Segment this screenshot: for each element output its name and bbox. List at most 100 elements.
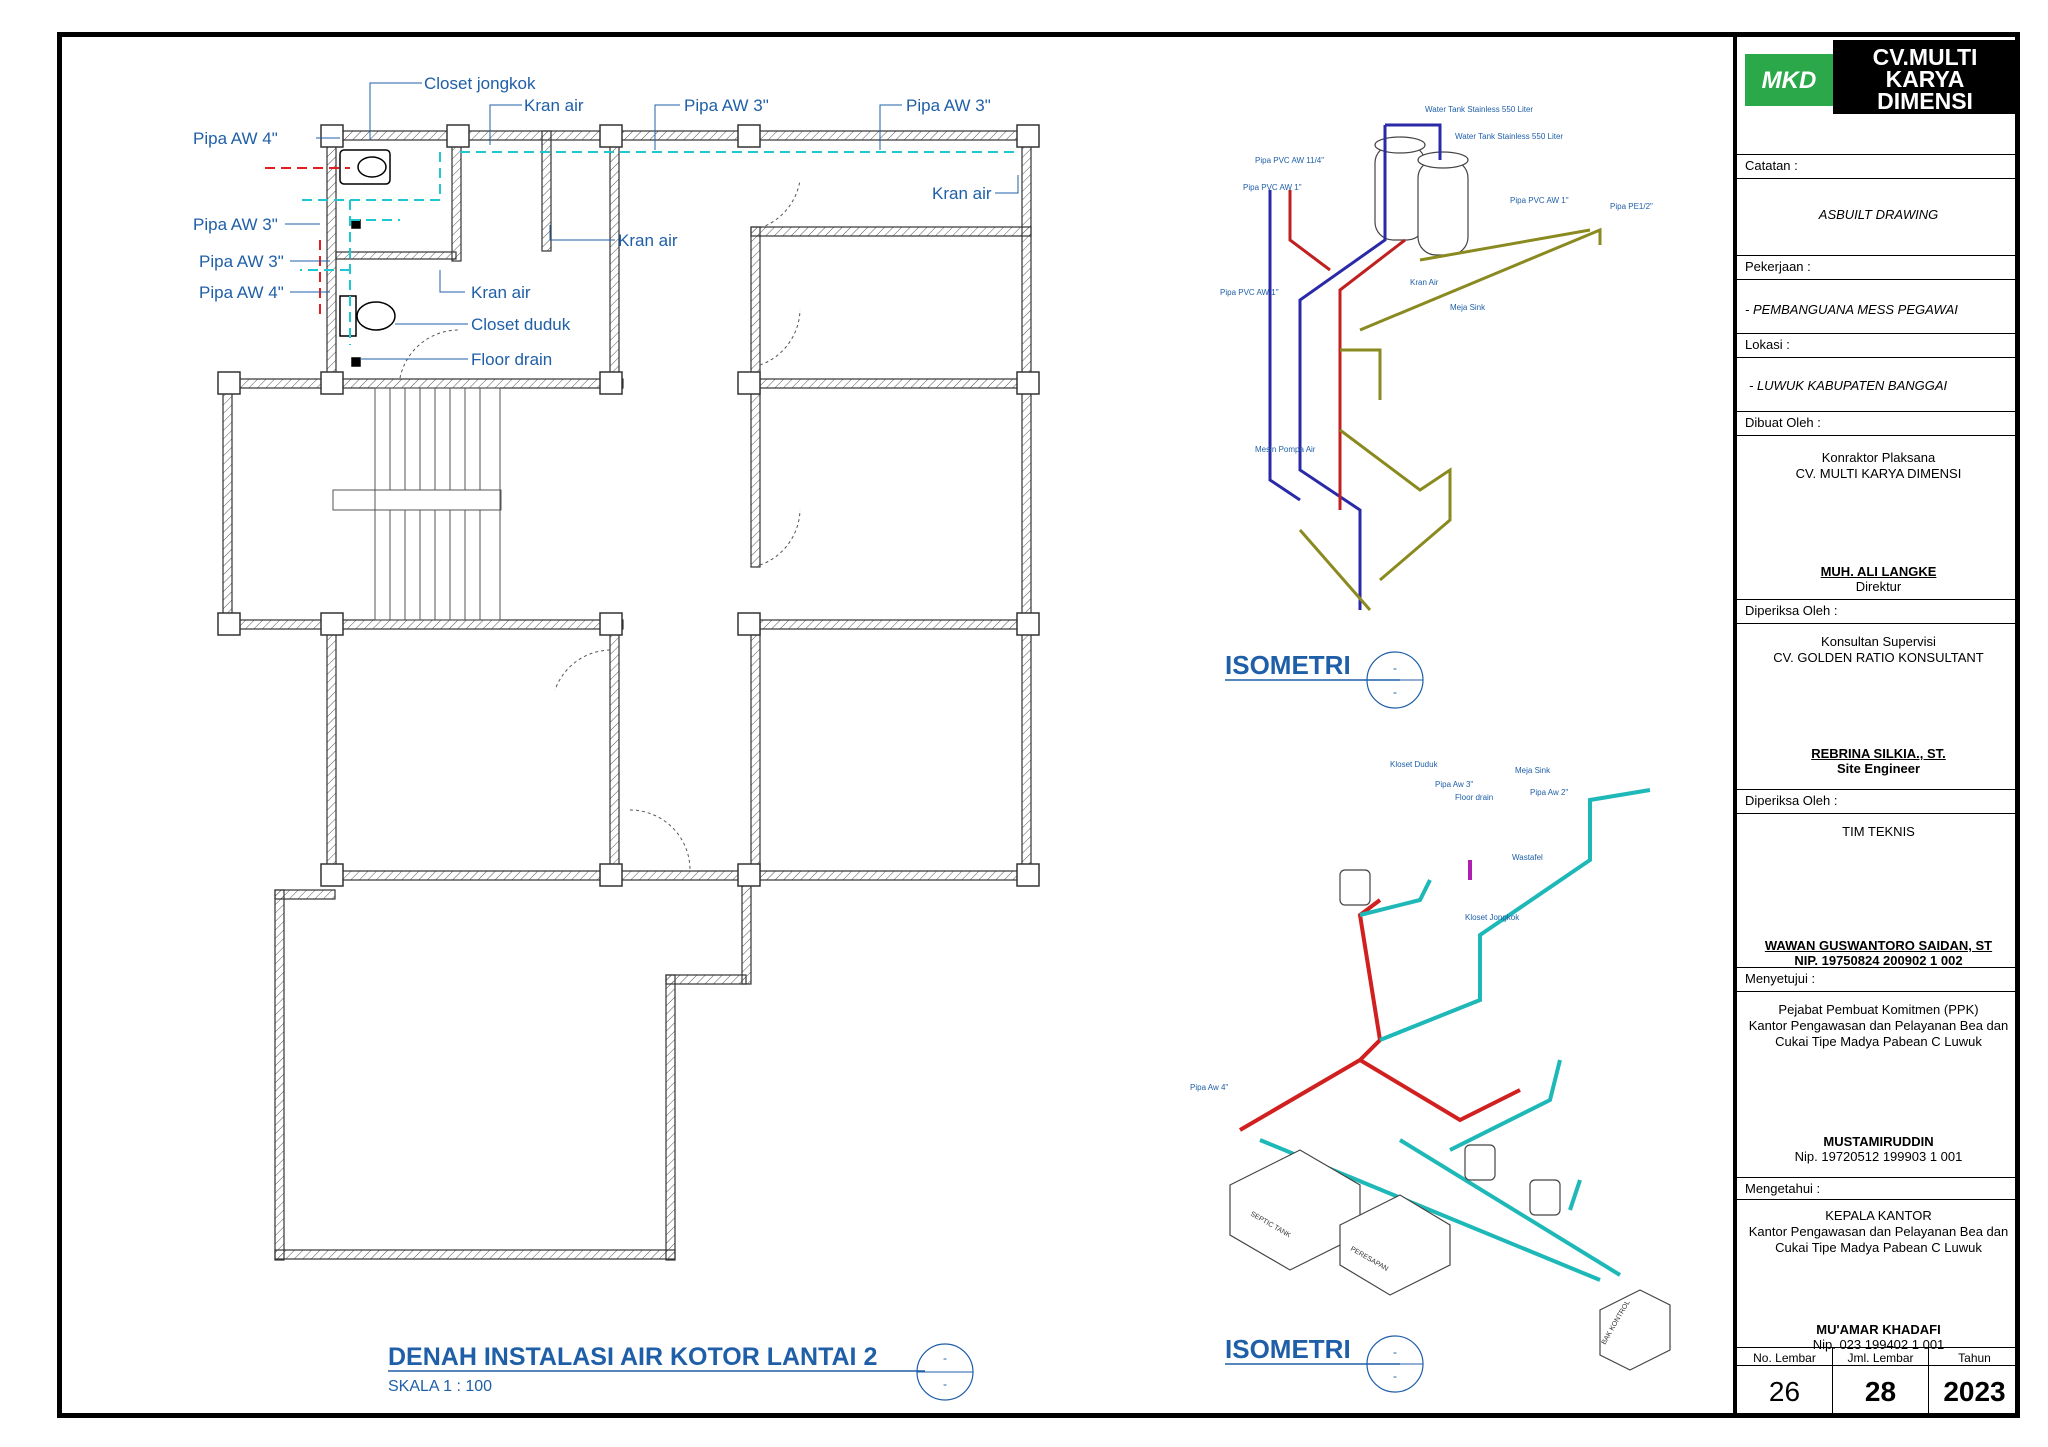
menyetujui-line3: Cukai Tipe Madya Pabean C Luwuk xyxy=(1775,1034,1982,1049)
plan-scale: SKALA 1 : 100 xyxy=(388,1378,492,1395)
plan-marker-bottom: - xyxy=(943,1377,947,1391)
iso1-label-pvc1b: Pipa PVC AW 1" xyxy=(1510,196,1569,205)
plan-title-block: DENAH INSTALASI AIR KOTOR LANTAI 2 SKALA… xyxy=(388,1343,974,1401)
periksa2-label: Diperiksa Oleh : xyxy=(1737,790,2020,814)
mengetahui-line2: Kantor Pengawasan dan Pelayanan Bea dan xyxy=(1748,1224,2009,1239)
isometri-1-marker-bottom: - xyxy=(1393,685,1397,699)
plan-title: DENAH INSTALASI AIR KOTOR LANTAI 2 xyxy=(388,1343,877,1371)
iso1-label-pe12: Pipa PE1/2" xyxy=(1610,202,1653,211)
no-lembar-cell: No. Lembar 26 xyxy=(1737,1348,1833,1418)
jml-lembar-value: 28 xyxy=(1864,1376,1897,1407)
menyetujui-panel: Pejabat Pembuat Komitmen (PPK) Kantor Pe… xyxy=(1737,992,2020,1178)
mengetahui-line1: KEPALA KANTOR xyxy=(1825,1208,1932,1223)
company-name-line1: CV.MULTI xyxy=(1873,44,1978,70)
iso1-label-mesin-pompa: Mesin Pompa Air xyxy=(1255,445,1316,454)
periksa2-line1: TIM TEKNIS xyxy=(1842,824,1915,839)
isometri-2-marker-bottom: - xyxy=(1393,1369,1397,1383)
iso2-label-wastafel: Wastafel xyxy=(1512,853,1543,862)
isometri-1-title-block: ISOMETRI - - xyxy=(1225,650,1424,709)
leader-lines xyxy=(285,82,1019,360)
drawing-sheet-border xyxy=(57,32,2020,1418)
periksa1-line2: CV. GOLDEN RATIO KONSULTANT xyxy=(1773,650,1984,665)
periksa1-role: Site Engineer xyxy=(1836,761,1921,776)
isometri-1-labels: Water Tank Stainless 550 Liter Water Tan… xyxy=(1220,105,1653,454)
periksa2-nip: NIP. 19750824 200902 1 002 xyxy=(1794,953,1963,968)
mengetahui-line3: Cukai Tipe Madya Pabean C Luwuk xyxy=(1775,1240,1982,1255)
structural-columns xyxy=(217,124,1040,887)
iso1-label-pvc1c: Pipa PVC AW 1" xyxy=(1220,288,1279,297)
water-tanks xyxy=(1374,136,1469,256)
label-pipa-aw3-a: Pipa AW 3" xyxy=(684,96,769,115)
dibuat-panel: Konraktor Plaksana CV. MULTI KARYA DIMEN… xyxy=(1737,436,2020,600)
iso1-label-pvc114: Pipa PVC AW 11/4" xyxy=(1255,156,1324,165)
periksa2-name: WAWAN GUSWANTORO SAIDAN, ST xyxy=(1764,938,1993,953)
iso1-label-tank2: Water Tank Stainless 550 Liter xyxy=(1455,132,1563,141)
logo-mark: MKD xyxy=(1762,67,1817,94)
company-name-line3: DIMENSI xyxy=(1877,88,1973,114)
iso1-label-tank1: Water Tank Stainless 550 Liter xyxy=(1425,105,1533,114)
label-kran-air-1: Kran air xyxy=(524,96,584,115)
label-kran-air-3: Kran air xyxy=(618,231,678,250)
tahun-value: 2023 xyxy=(1943,1376,2006,1407)
label-pipa-aw3-c: Pipa AW 3" xyxy=(193,215,278,234)
iso1-label-kran-air: Kran Air xyxy=(1410,278,1439,287)
plan-pipes xyxy=(265,151,1020,345)
dibuat-line2: CV. MULTI KARYA DIMENSI xyxy=(1795,466,1962,481)
periksa1-name: REBRINA SILKIA., ST. xyxy=(1811,746,1946,761)
iso2-label-kloset-jongkok: Kloset Jongkok xyxy=(1465,913,1520,922)
jml-lembar-label: Jml. Lembar xyxy=(1833,1348,1928,1366)
isometri-2-title-block: ISOMETRI - - xyxy=(1225,1334,1424,1393)
isometri-1-title: ISOMETRI xyxy=(1225,650,1351,680)
isometri-2-marker-top: - xyxy=(1393,1345,1397,1359)
iso2-label-kloset-duduk: Kloset Duduk xyxy=(1390,760,1439,769)
dibuat-line1: Konraktor Plaksana xyxy=(1821,450,1936,465)
catatan-value: ASBUILT DRAWING xyxy=(1737,179,2020,256)
dibuat-label: Dibuat Oleh : xyxy=(1737,412,2020,436)
label-closet-jongkok: Closet jongkok xyxy=(424,74,536,93)
plan-labels: Closet jongkok Kran air Pipa AW 3" Pipa … xyxy=(193,74,992,369)
tahun-label: Tahun xyxy=(1929,1348,2020,1366)
label-pipa-aw3-d: Pipa AW 3" xyxy=(199,252,284,271)
pekerjaan-label: Pekerjaan : xyxy=(1737,256,2020,280)
mengetahui-label: Mengetahui : xyxy=(1737,1178,2020,1200)
mengetahui-name: MU'AMAR KHADAFI xyxy=(1816,1322,1941,1337)
menyetujui-line1: Pejabat Pembuat Komitmen (PPK) xyxy=(1778,1002,1979,1017)
menyetujui-label: Menyetujui : xyxy=(1737,968,2020,992)
no-lembar-value: 26 xyxy=(1768,1376,1801,1407)
company-logo: MKD CV.MULTI KARYA DIMENSI xyxy=(1745,40,2015,114)
iso2-label-meja-sink: Meja Sink xyxy=(1515,766,1551,775)
iso1-label-pvc1a: Pipa PVC AW 1" xyxy=(1243,183,1302,192)
stairs xyxy=(332,387,502,621)
label-floor-drain: Floor drain xyxy=(471,350,552,369)
menyetujui-name: MUSTAMIRUDDIN xyxy=(1823,1134,1934,1149)
iso2-label-pipa-aw4: Pipa Aw 4" xyxy=(1190,1083,1228,1092)
company-name-line2: KARYA xyxy=(1886,66,1965,92)
dibuat-name: MUH. ALI LANGKE xyxy=(1820,564,1937,579)
menyetujui-nip: Nip. 19720512 199903 1 001 xyxy=(1794,1149,1963,1164)
isometri-2-tanks xyxy=(1229,869,1671,1371)
menyetujui-line2: Kantor Pengawasan dan Pelayanan Bea dan xyxy=(1748,1018,2009,1033)
label-pipa-aw3-b: Pipa AW 3" xyxy=(906,96,991,115)
company-logo-panel: MKD CV.MULTI KARYA DIMENSI xyxy=(1737,32,2020,155)
label-kran-air-2: Kran air xyxy=(932,184,992,203)
periksa1-panel: Konsultan Supervisi CV. GOLDEN RATIO KON… xyxy=(1737,624,2020,790)
periksa1-line1: Konsultan Supervisi xyxy=(1821,634,1936,649)
iso2-label-pipa-aw3: Pipa Aw 3" xyxy=(1435,780,1473,789)
isometri-1-diagram xyxy=(1268,123,1602,611)
catatan-label: Catatan : xyxy=(1737,155,2020,179)
lokasi-value: - LUWUK KABUPATEN BANGGAI xyxy=(1737,358,2020,412)
mengetahui-nip: Nip. 023 199402 1 001 xyxy=(1812,1337,1945,1352)
no-lembar-label: No. Lembar xyxy=(1737,1348,1832,1366)
plan-marker-top: - xyxy=(943,1351,947,1365)
label-pipa-aw4-b: Pipa AW 4" xyxy=(199,283,284,302)
iso2-label-floor-drain: Floor drain xyxy=(1455,793,1493,802)
dibuat-role: Direktur xyxy=(1855,579,1902,594)
label-pipa-aw4-a: Pipa AW 4" xyxy=(193,129,278,148)
iso2-label-pipa-aw2: Pipa Aw 2" xyxy=(1530,788,1568,797)
title-block: MKD CV.MULTI KARYA DIMENSI Catatan : ASB… xyxy=(1733,32,2020,1418)
isometri-2-title: ISOMETRI xyxy=(1225,1334,1351,1364)
mengetahui-panel: KEPALA KANTOR Kantor Pengawasan dan Pela… xyxy=(1737,1200,2020,1352)
periksa2-panel: TIM TEKNIS WAWAN GUSWANTORO SAIDAN, ST N… xyxy=(1737,814,2020,968)
tahun-cell: Tahun 2023 xyxy=(1929,1348,2020,1418)
